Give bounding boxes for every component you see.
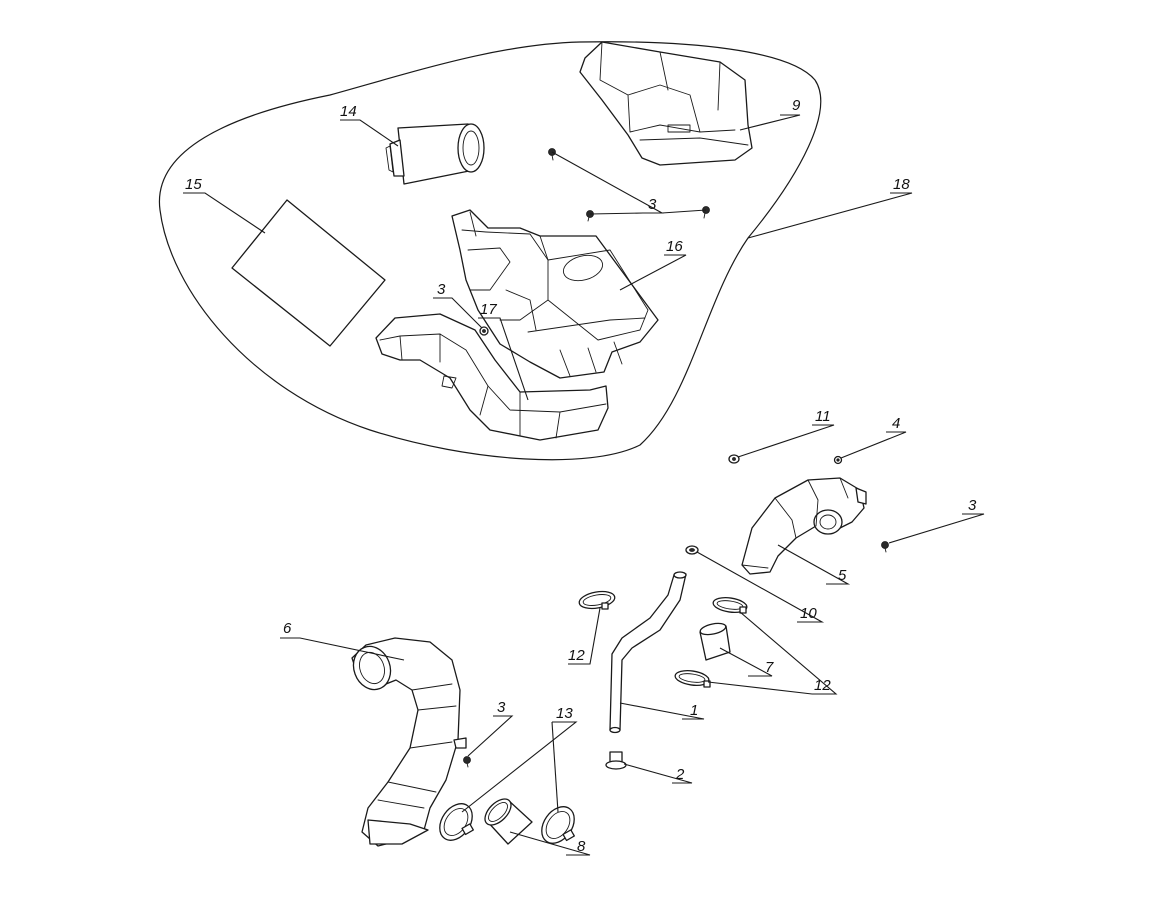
callout-14: 14 — [340, 103, 357, 120]
callout-3-right: 3 — [968, 497, 977, 514]
callout-12-right: 12 — [814, 677, 831, 694]
label-plate-part — [231, 199, 386, 347]
callout-10: 10 — [800, 605, 817, 622]
left-elbow-duct-part — [351, 637, 467, 847]
callout-17: 17 — [480, 301, 497, 318]
callout-12-left: 12 — [568, 647, 585, 664]
callout-labels: 9 14 15 18 3 16 3 17 11 4 3 5 10 6 12 7 … — [185, 97, 977, 855]
washer-part — [833, 455, 843, 465]
kit-boundary-outline — [158, 41, 822, 461]
callout-8: 8 — [577, 838, 586, 855]
callout-6: 6 — [283, 620, 292, 637]
callout-4: 4 — [892, 415, 900, 432]
screw-kit-lower — [479, 326, 489, 336]
plug-part — [605, 751, 627, 770]
screw-upper-left — [548, 148, 556, 161]
callout-1: 1 — [690, 702, 698, 719]
right-elbow-duct-part — [741, 477, 867, 575]
callout-3-kit-upper: 3 — [648, 196, 657, 213]
callout-9: 9 — [792, 97, 801, 114]
callout-13: 13 — [556, 705, 573, 722]
nut-part-11 — [728, 454, 740, 464]
coupling-sleeve-part — [484, 798, 533, 845]
upper-cover-part — [579, 41, 753, 166]
callout-2: 2 — [675, 766, 685, 783]
callout-3-kit-lower: 3 — [437, 281, 446, 298]
screw-right — [881, 541, 889, 553]
vent-tube-part — [609, 571, 687, 734]
screw-upper-middle — [586, 210, 594, 222]
screw-upper-right — [702, 206, 710, 219]
callout-11: 11 — [815, 408, 831, 425]
small-clamp-upper-right — [712, 597, 748, 614]
small-clamp-left — [578, 590, 616, 610]
callout-5: 5 — [838, 567, 847, 584]
hose-clamp-large-right — [541, 806, 575, 844]
hose-clamp-large-left — [439, 803, 474, 841]
air-filter-housing-part — [451, 209, 659, 379]
callout-15: 15 — [185, 176, 202, 193]
small-clamp-lower-right — [674, 670, 711, 688]
callout-7: 7 — [765, 659, 774, 676]
sleeve-part — [699, 622, 731, 661]
nut-part — [685, 545, 699, 555]
callout-3-lower-left: 3 — [497, 699, 506, 716]
callout-18: 18 — [893, 176, 910, 193]
screw-lower-left — [463, 756, 471, 768]
lower-intake-duct-part — [375, 313, 609, 441]
leader-lines — [183, 114, 985, 856]
callout-16: 16 — [666, 238, 683, 255]
air-filter-part — [385, 123, 485, 185]
